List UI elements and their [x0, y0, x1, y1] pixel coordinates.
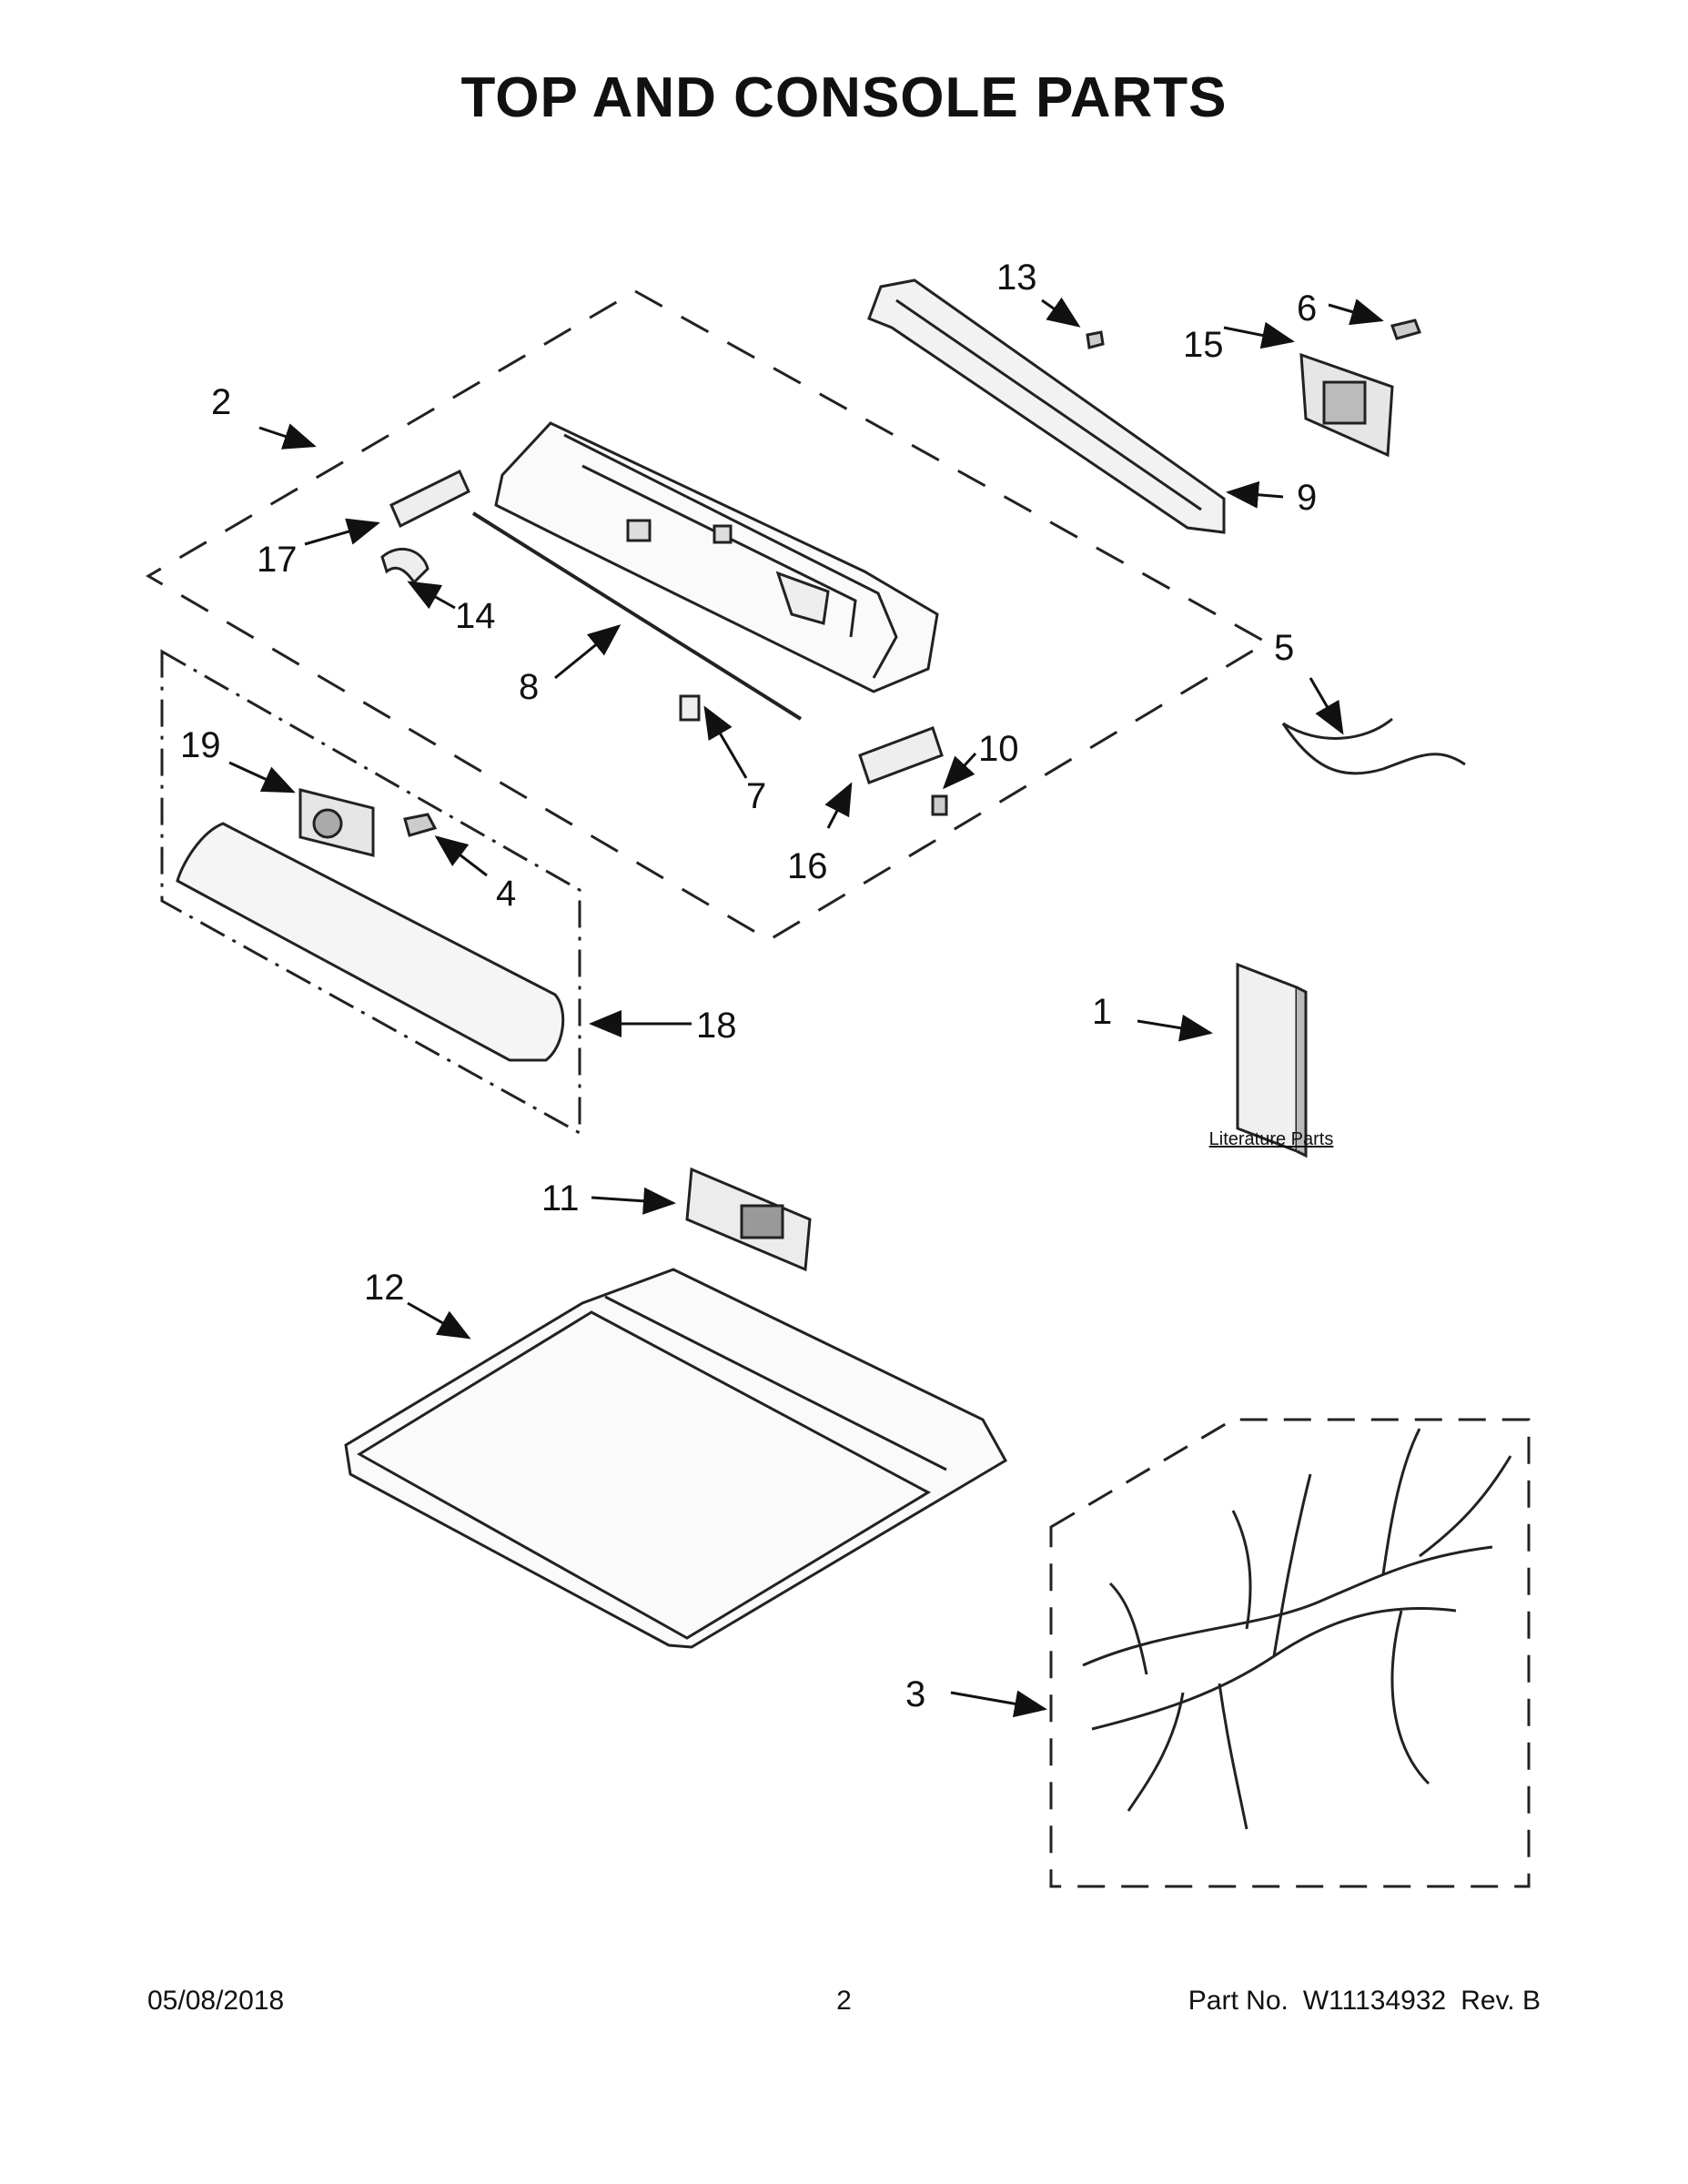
- wire-harness: [1082, 1428, 1512, 1830]
- footer-date: 05/08/2018: [147, 1986, 285, 2016]
- callout-19: 19: [180, 725, 221, 765]
- callout-1: 1: [1092, 992, 1112, 1032]
- footer-page-number: 2: [836, 1986, 852, 2016]
- callout-7: 7: [746, 776, 766, 816]
- console-back-trim: [867, 278, 1226, 534]
- clip-parts: [380, 469, 944, 784]
- footer-part-info: Part No. W11134932 Rev. B: [1174, 1986, 1541, 2017]
- callout-15: 15: [1183, 325, 1224, 365]
- harness-group-outline: [1049, 1418, 1531, 1888]
- callout-12: 12: [364, 1268, 405, 1308]
- callout-11: 11: [541, 1178, 580, 1218]
- console-panel: [471, 421, 939, 721]
- callout-labels: 2 13 6 15 9 17 14 8 7 5 10 16 19 4 18 1 …: [180, 258, 1317, 1714]
- callout-3: 3: [905, 1674, 925, 1714]
- wire-part: [1281, 717, 1466, 775]
- callout-14: 14: [455, 596, 496, 636]
- ui-module: [298, 788, 375, 857]
- dryer-top: [344, 1268, 1008, 1649]
- callout-17: 17: [257, 540, 298, 580]
- callout-13: 13: [996, 258, 1037, 298]
- console-overlay: [176, 822, 565, 1062]
- callout-6: 6: [1297, 288, 1317, 329]
- callout-16: 16: [787, 846, 828, 886]
- callout-9: 9: [1297, 478, 1317, 518]
- leader-arrows: [228, 297, 1384, 1718]
- callout-2: 2: [211, 382, 231, 422]
- control-board: [685, 1167, 812, 1272]
- literature-booklet: [1236, 962, 1308, 1158]
- callout-5: 5: [1274, 628, 1294, 668]
- callout-4: 4: [496, 874, 516, 914]
- page-title: TOP AND CONSOLE PARTS: [460, 66, 1228, 129]
- callout-10: 10: [978, 729, 1019, 769]
- bracket-part: [1299, 352, 1394, 458]
- screw-parts: [403, 318, 1421, 837]
- callout-18: 18: [696, 1006, 737, 1046]
- footer-part-label: Part No.: [1188, 1986, 1289, 2016]
- trim-group-outline: [160, 649, 581, 1136]
- callout-8: 8: [519, 667, 539, 707]
- console-group-outline: [146, 289, 1270, 942]
- footer-part-number: W11134932: [1302, 1986, 1447, 2016]
- literature-parts-label: Literature Parts: [1209, 1129, 1334, 1149]
- footer-revision: Rev. B: [1461, 1986, 1541, 2016]
